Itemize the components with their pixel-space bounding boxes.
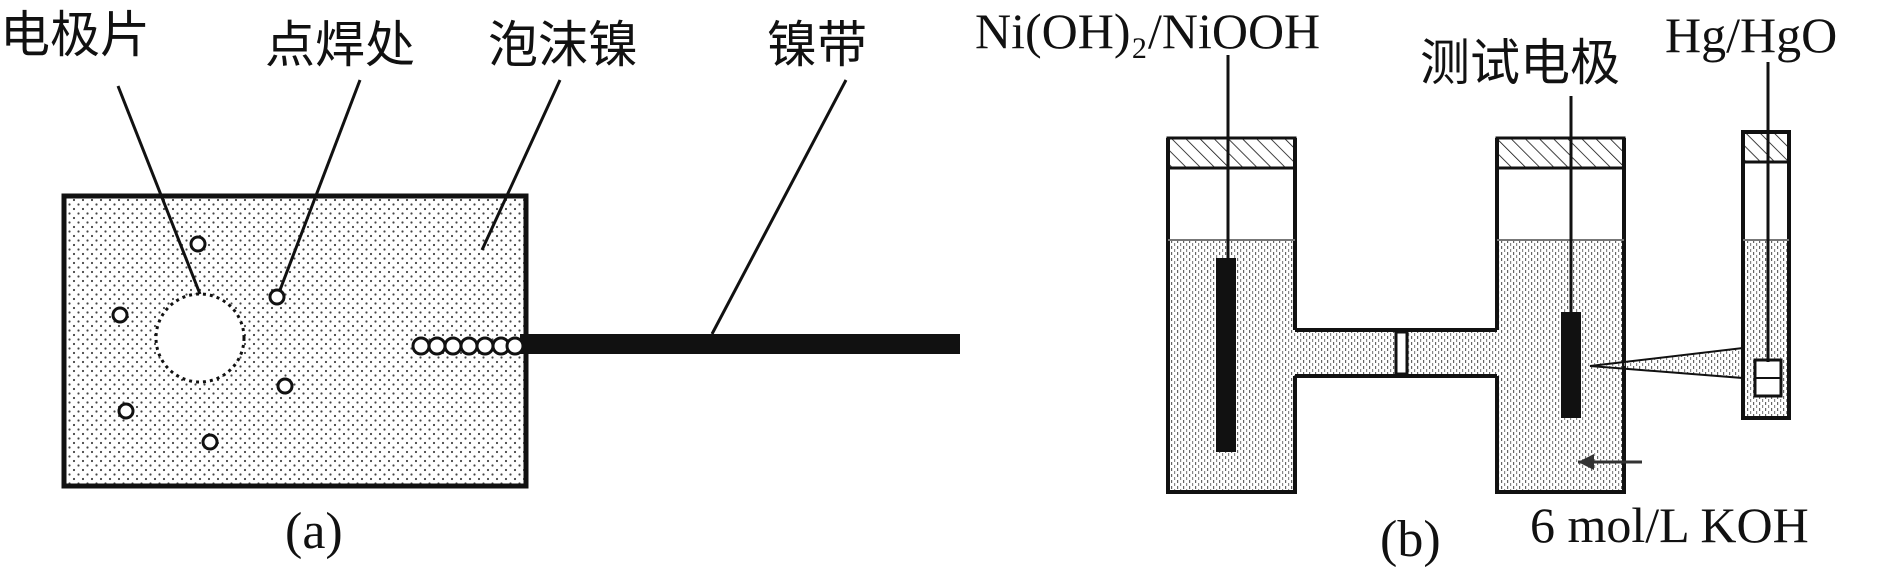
leader-lines-a [116, 79, 848, 335]
weld-point [111, 306, 129, 324]
weld-point [201, 433, 219, 451]
counter-electrode [1216, 258, 1236, 452]
salt-bridge [1295, 328, 1497, 378]
label-foam-nickel: 泡沫镍 [488, 16, 638, 74]
weld-chain [411, 336, 525, 356]
weld-point [117, 402, 135, 420]
panel-a: 电极片 点焊处 泡沫镍 镍带 (a) [0, 6, 960, 560]
nickel-strip [520, 334, 960, 354]
frit-membrane [1394, 330, 1409, 376]
label-electrolyte: 6 mol/L KOH [1530, 497, 1809, 553]
label-reference-electrode: Hg/HgO [1665, 7, 1837, 63]
weld-point [276, 377, 294, 395]
leader-weld-point [278, 79, 362, 291]
caption-b: (b) [1380, 511, 1441, 567]
counter-electrode-cell [1166, 55, 1297, 494]
electrode-disc [154, 292, 246, 384]
reference-electrode-cell [1741, 62, 1791, 420]
panel-b: Ni(OH)₂/NiOOH 测试电极 Hg/HgO 6 mol/L KOH (b… [975, 3, 1837, 567]
leader-nickel-strip [710, 79, 848, 335]
weld-point [268, 288, 286, 306]
leader-foam-nickel [480, 79, 562, 251]
label-counter-electrode: Ni(OH)₂/NiOOH [975, 3, 1320, 59]
label-electrode: 电极片 [0, 6, 150, 64]
leader-electrode [116, 85, 202, 295]
weld-points [111, 235, 294, 451]
caption-a: (a) [285, 503, 343, 560]
label-test-electrode: 测试电极 [1420, 34, 1620, 92]
test-electrode-cell [1495, 96, 1642, 494]
label-nickel-strip: 镍带 [767, 16, 867, 74]
label-weld-point: 点焊处 [265, 16, 415, 74]
weld-point [189, 235, 207, 253]
test-electrode [1561, 312, 1581, 418]
